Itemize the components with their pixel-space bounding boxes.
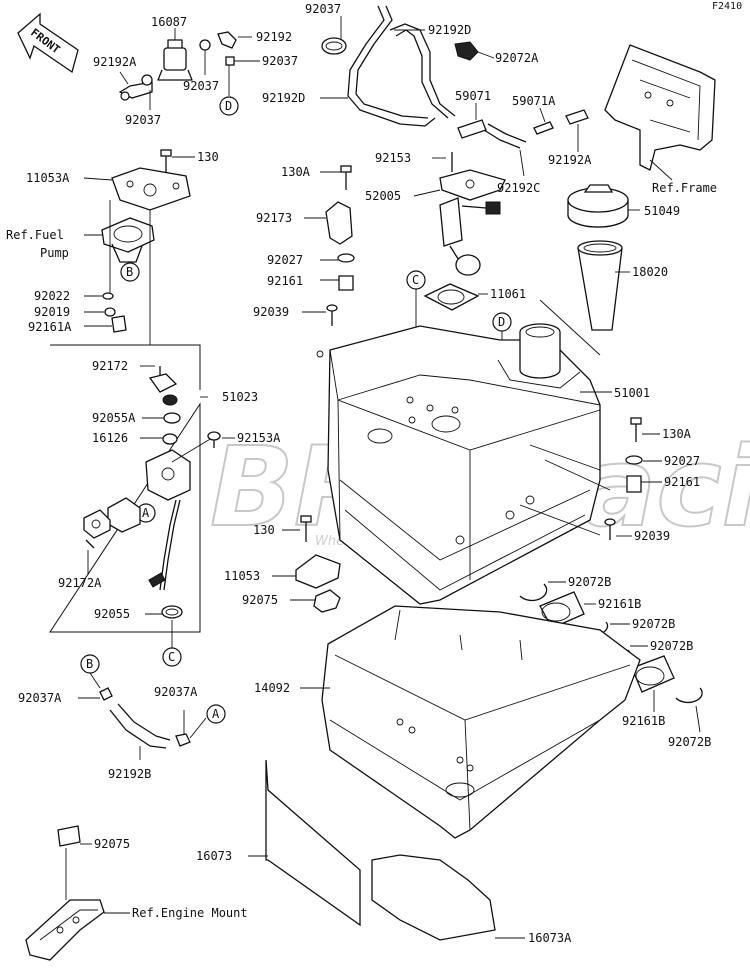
label-92192a-top: 92192A bbox=[93, 55, 137, 69]
label-92019: 92019 bbox=[34, 305, 70, 319]
label-ref-engine-mount: Ref.Engine Mount bbox=[132, 906, 248, 920]
front-arrow-icon: FRONT bbox=[17, 12, 79, 74]
callout-d-tank: D bbox=[498, 315, 505, 329]
label-59071a: 59071A bbox=[512, 94, 556, 108]
label-130a-top: 130A bbox=[281, 165, 311, 179]
label-92037-a: 92037 bbox=[125, 113, 161, 127]
label-92055: 92055 bbox=[94, 607, 130, 621]
label-pump: Pump bbox=[40, 246, 69, 260]
fuel-cap-and-filler bbox=[539, 184, 640, 356]
label-92192a-right: 92192A bbox=[548, 153, 592, 167]
label-92192c: 92192C bbox=[497, 181, 540, 195]
label-92153a: 92153A bbox=[237, 431, 281, 445]
label-92072b-2: 92072B bbox=[632, 617, 675, 631]
label-51001: 51001 bbox=[614, 386, 650, 400]
label-92172a: 92172A bbox=[58, 576, 102, 590]
label-92039-left: 92039 bbox=[253, 305, 289, 319]
label-16087: 16087 bbox=[151, 15, 187, 29]
label-92037-b: 92037 bbox=[183, 79, 219, 93]
ref-frame-bracket bbox=[604, 44, 716, 181]
label-92192d-left: 92192D bbox=[262, 91, 305, 105]
label-92153: 92153 bbox=[375, 151, 411, 165]
label-92072a: 92072A bbox=[495, 51, 539, 65]
fuel-pump-assembly: B bbox=[83, 149, 195, 345]
label-92022: 92022 bbox=[34, 289, 70, 303]
bracket-11053 bbox=[272, 515, 341, 613]
label-16073: 16073 bbox=[196, 849, 232, 863]
label-92072b-3: 92072B bbox=[650, 639, 693, 653]
heat-guards bbox=[248, 759, 525, 941]
label-59071: 59071 bbox=[455, 89, 491, 103]
label-18020: 18020 bbox=[632, 265, 668, 279]
label-51049: 51049 bbox=[644, 204, 680, 218]
label-92037a-left: 92037A bbox=[18, 691, 62, 705]
label-92037-c: 92037 bbox=[262, 54, 298, 68]
label-52005: 52005 bbox=[365, 189, 401, 203]
label-16126: 16126 bbox=[92, 431, 128, 445]
label-11053: 11053 bbox=[224, 569, 260, 583]
tank-top-parts: C D bbox=[302, 152, 512, 400]
label-92039-right: 92039 bbox=[634, 529, 670, 543]
label-130-mid: 130 bbox=[253, 523, 275, 537]
valve-assembly-51023: A C bbox=[49, 344, 213, 667]
label-92055a: 92055A bbox=[92, 411, 136, 425]
tank-right-fasteners bbox=[604, 417, 662, 540]
callout-c-tank: C bbox=[412, 273, 419, 287]
label-92075-mid: 92075 bbox=[242, 593, 278, 607]
label-92037a-right: 92037A bbox=[154, 685, 198, 699]
label-92075-bottom: 92075 bbox=[94, 837, 130, 851]
label-92192: 92192 bbox=[256, 30, 292, 44]
label-92161-right: 92161 bbox=[664, 475, 700, 489]
label-92072b-4: 92072B bbox=[668, 735, 711, 749]
label-16073a: 16073A bbox=[528, 931, 572, 945]
label-ref-fuel: Ref.Fuel bbox=[6, 228, 64, 242]
diagram-code: F2410 bbox=[712, 1, 742, 12]
fuel-tank-51001 bbox=[316, 323, 612, 605]
callout-c-valve: C bbox=[168, 650, 175, 664]
label-92192d-top: 92192D bbox=[428, 23, 471, 37]
label-92172: 92172 bbox=[92, 359, 128, 373]
callout-d-top: D bbox=[225, 99, 232, 113]
lower-left-hose: B A bbox=[78, 654, 226, 760]
label-92027-right: 92027 bbox=[664, 454, 700, 468]
callout-a-hose: A bbox=[212, 707, 220, 721]
under-tray-14092 bbox=[300, 605, 641, 839]
label-11061: 11061 bbox=[490, 287, 526, 301]
label-92161a: 92161A bbox=[28, 320, 72, 334]
label-51023: 51023 bbox=[222, 390, 258, 404]
label-92161b-2: 92161B bbox=[622, 714, 665, 728]
part-labels: 16087 92192A 92037 92037 92037 92192 920… bbox=[6, 2, 717, 945]
label-130a-right: 130A bbox=[662, 427, 692, 441]
callout-b-pump: B bbox=[126, 265, 133, 279]
label-11053a: 11053A bbox=[26, 171, 70, 185]
label-92027-left: 92027 bbox=[267, 253, 303, 267]
label-92173: 92173 bbox=[256, 211, 292, 225]
label-130-top: 130 bbox=[197, 150, 219, 164]
label-92072: 92037 bbox=[305, 2, 341, 16]
callout-a-valve: A bbox=[142, 506, 150, 520]
label-92072b-1: 92072B bbox=[568, 575, 611, 589]
callout-b-hose: B bbox=[86, 657, 93, 671]
bolt-92153a bbox=[207, 431, 235, 448]
breather-hoses bbox=[320, 5, 589, 177]
label-92192b: 92192B bbox=[108, 767, 151, 781]
label-14092: 14092 bbox=[254, 681, 290, 695]
engine-mount bbox=[25, 825, 130, 961]
top-left-fittings: D bbox=[118, 28, 260, 116]
label-ref-frame: Ref.Frame bbox=[652, 181, 717, 195]
label-92161-left: 92161 bbox=[267, 274, 303, 288]
label-92161b-1: 92161B bbox=[598, 597, 641, 611]
